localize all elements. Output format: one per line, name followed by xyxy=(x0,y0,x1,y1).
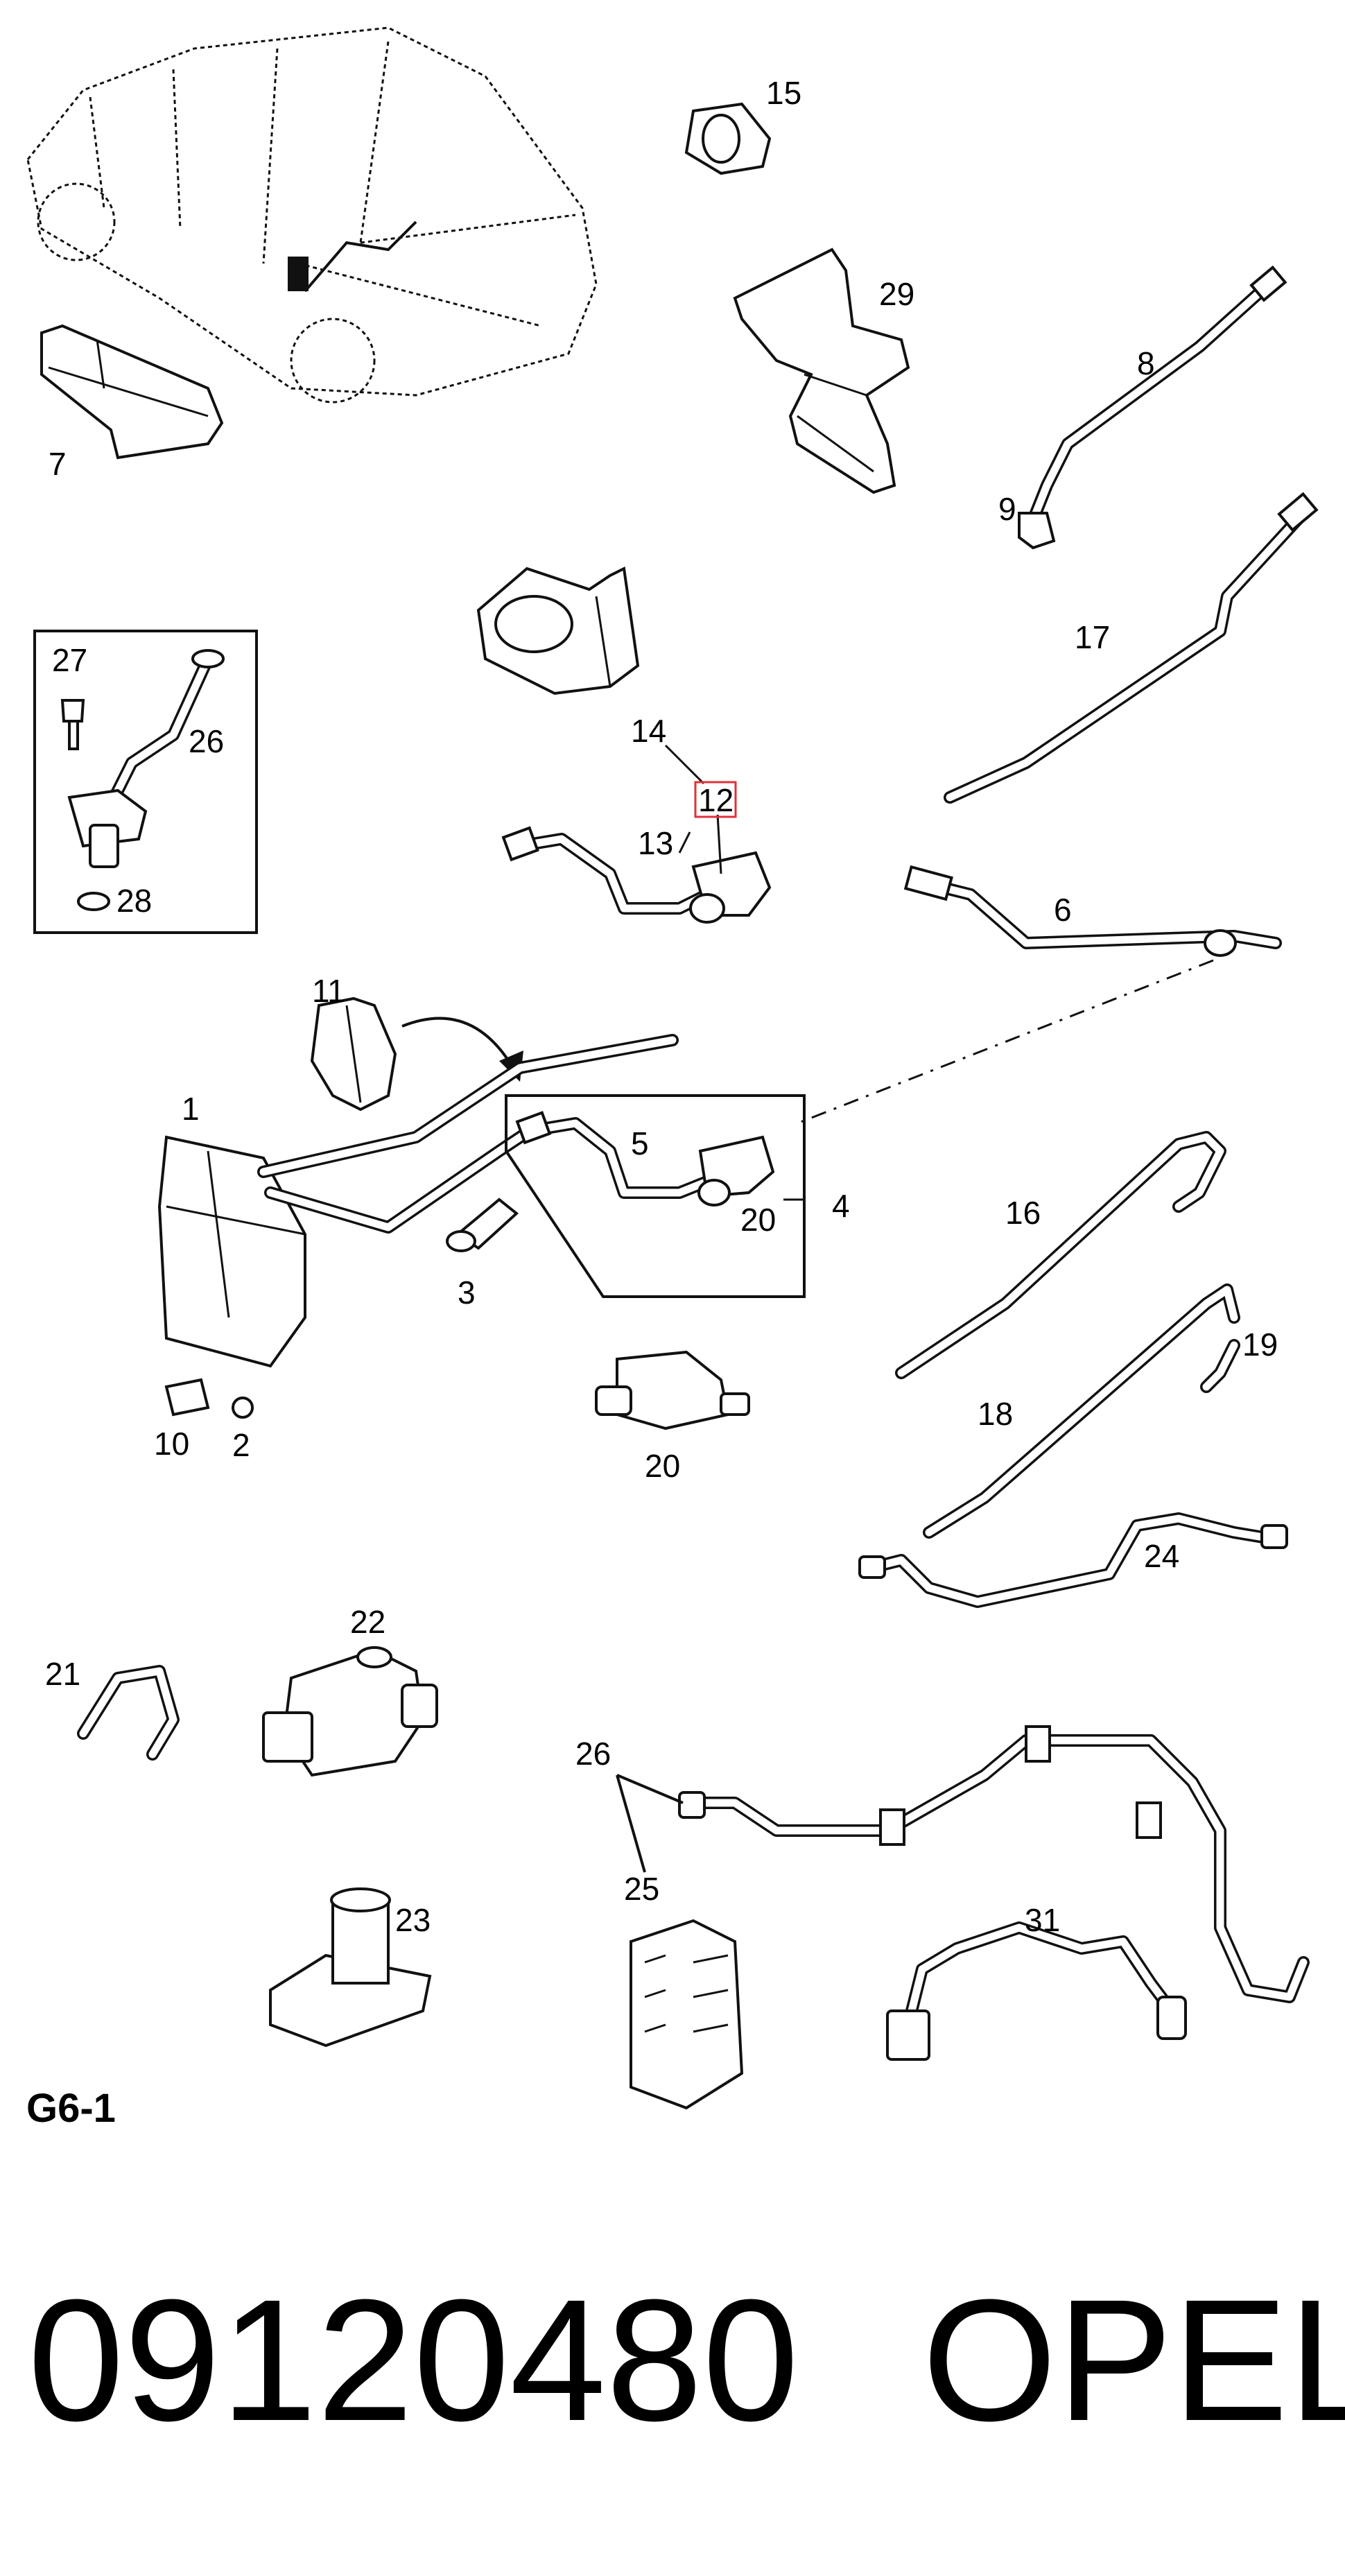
part-9-fitting xyxy=(1018,512,1056,550)
callout-9: 9 xyxy=(998,491,1016,527)
part-number: 09120480 xyxy=(28,2263,799,2457)
callout-7: 7 xyxy=(49,446,67,482)
callout-16: 16 xyxy=(1005,1195,1041,1231)
callout-labels: 15 29 8 9 7 17 27 26 28 14 12 13 6 11 1 … xyxy=(45,75,1278,1938)
callout-2: 2 xyxy=(232,1427,250,1463)
part-7-cover xyxy=(40,324,224,460)
callout-10: 10 xyxy=(154,1426,189,1462)
callout-leaders xyxy=(664,744,804,1201)
part-22-purge-valve xyxy=(262,1646,438,1777)
reference-dashed-line xyxy=(797,959,1214,1125)
part-21-hose xyxy=(77,1665,180,1761)
vehicle-illustration xyxy=(26,26,598,404)
callout-30: 29 xyxy=(879,276,914,312)
part-30-bracket xyxy=(733,248,910,494)
callout-21: 21 xyxy=(45,1656,80,1692)
part-16-pipe xyxy=(895,1131,1226,1379)
part-31-harness xyxy=(886,1921,1187,2061)
callout-17: 17 xyxy=(1075,619,1110,655)
part-14-holder xyxy=(476,566,640,695)
callout-12: 12 xyxy=(698,782,734,818)
callout-22: 22 xyxy=(350,1604,385,1640)
part-1-canister xyxy=(157,1034,679,1368)
part-11-clamp xyxy=(310,996,397,1112)
callout-23: 23 xyxy=(395,1902,431,1938)
part-8-hose xyxy=(1027,265,1287,526)
part-23-mount xyxy=(269,1887,432,2048)
callout-29: 28 xyxy=(116,883,152,919)
callout-31: 31 xyxy=(1025,1902,1060,1938)
callout-3: 3 xyxy=(458,1274,476,1311)
part-26-hose xyxy=(678,1725,1310,2003)
brand-name: OPEL xyxy=(922,2263,1345,2457)
part-18-pipe xyxy=(923,1283,1240,1539)
callout-6: 6 xyxy=(1054,892,1072,928)
callout-20b: 20 xyxy=(645,1448,680,1484)
sheet-code: G6-1 xyxy=(26,2086,116,2131)
part-3-fitting xyxy=(446,1198,519,1252)
part-13-hose xyxy=(501,826,713,915)
part-24-pipe xyxy=(858,1512,1288,1608)
leader-26 xyxy=(616,1774,684,1804)
part-19-hose xyxy=(1200,1339,1240,1393)
part-20-valve xyxy=(595,1350,750,1430)
callout-26: 26 xyxy=(575,1736,611,1772)
part-10-clip xyxy=(164,1378,210,1417)
callout-20a: 20 xyxy=(740,1202,776,1238)
inset-box xyxy=(33,630,258,934)
part-12-valve xyxy=(689,851,772,924)
callout-13: 13 xyxy=(638,825,673,861)
part-15-clip xyxy=(684,102,772,175)
callout-19: 19 xyxy=(1242,1326,1278,1363)
callout-11: 11 xyxy=(312,973,345,1009)
callout-28: 27 xyxy=(52,642,87,678)
part-6-pipe xyxy=(903,865,1282,957)
callout-25: 25 xyxy=(624,1871,659,1907)
callout-4: 4 xyxy=(832,1188,850,1224)
callout-14: 14 xyxy=(631,713,666,749)
callout-27: 26 xyxy=(189,723,224,759)
callout-12-highlight xyxy=(694,781,737,818)
callout-8: 8 xyxy=(1137,345,1155,381)
callout-24: 24 xyxy=(1144,1538,1179,1574)
callout-18: 18 xyxy=(978,1396,1013,1432)
part-2-nut xyxy=(232,1397,254,1419)
callout-5: 5 xyxy=(631,1125,649,1161)
callout-1: 1 xyxy=(182,1091,200,1127)
callout-15: 15 xyxy=(766,75,801,111)
part-4-assembly-box xyxy=(505,1094,806,1298)
leader-26-25 xyxy=(616,1774,646,1873)
part-17-pipe xyxy=(944,492,1319,804)
part-25-holder xyxy=(630,1919,744,2110)
